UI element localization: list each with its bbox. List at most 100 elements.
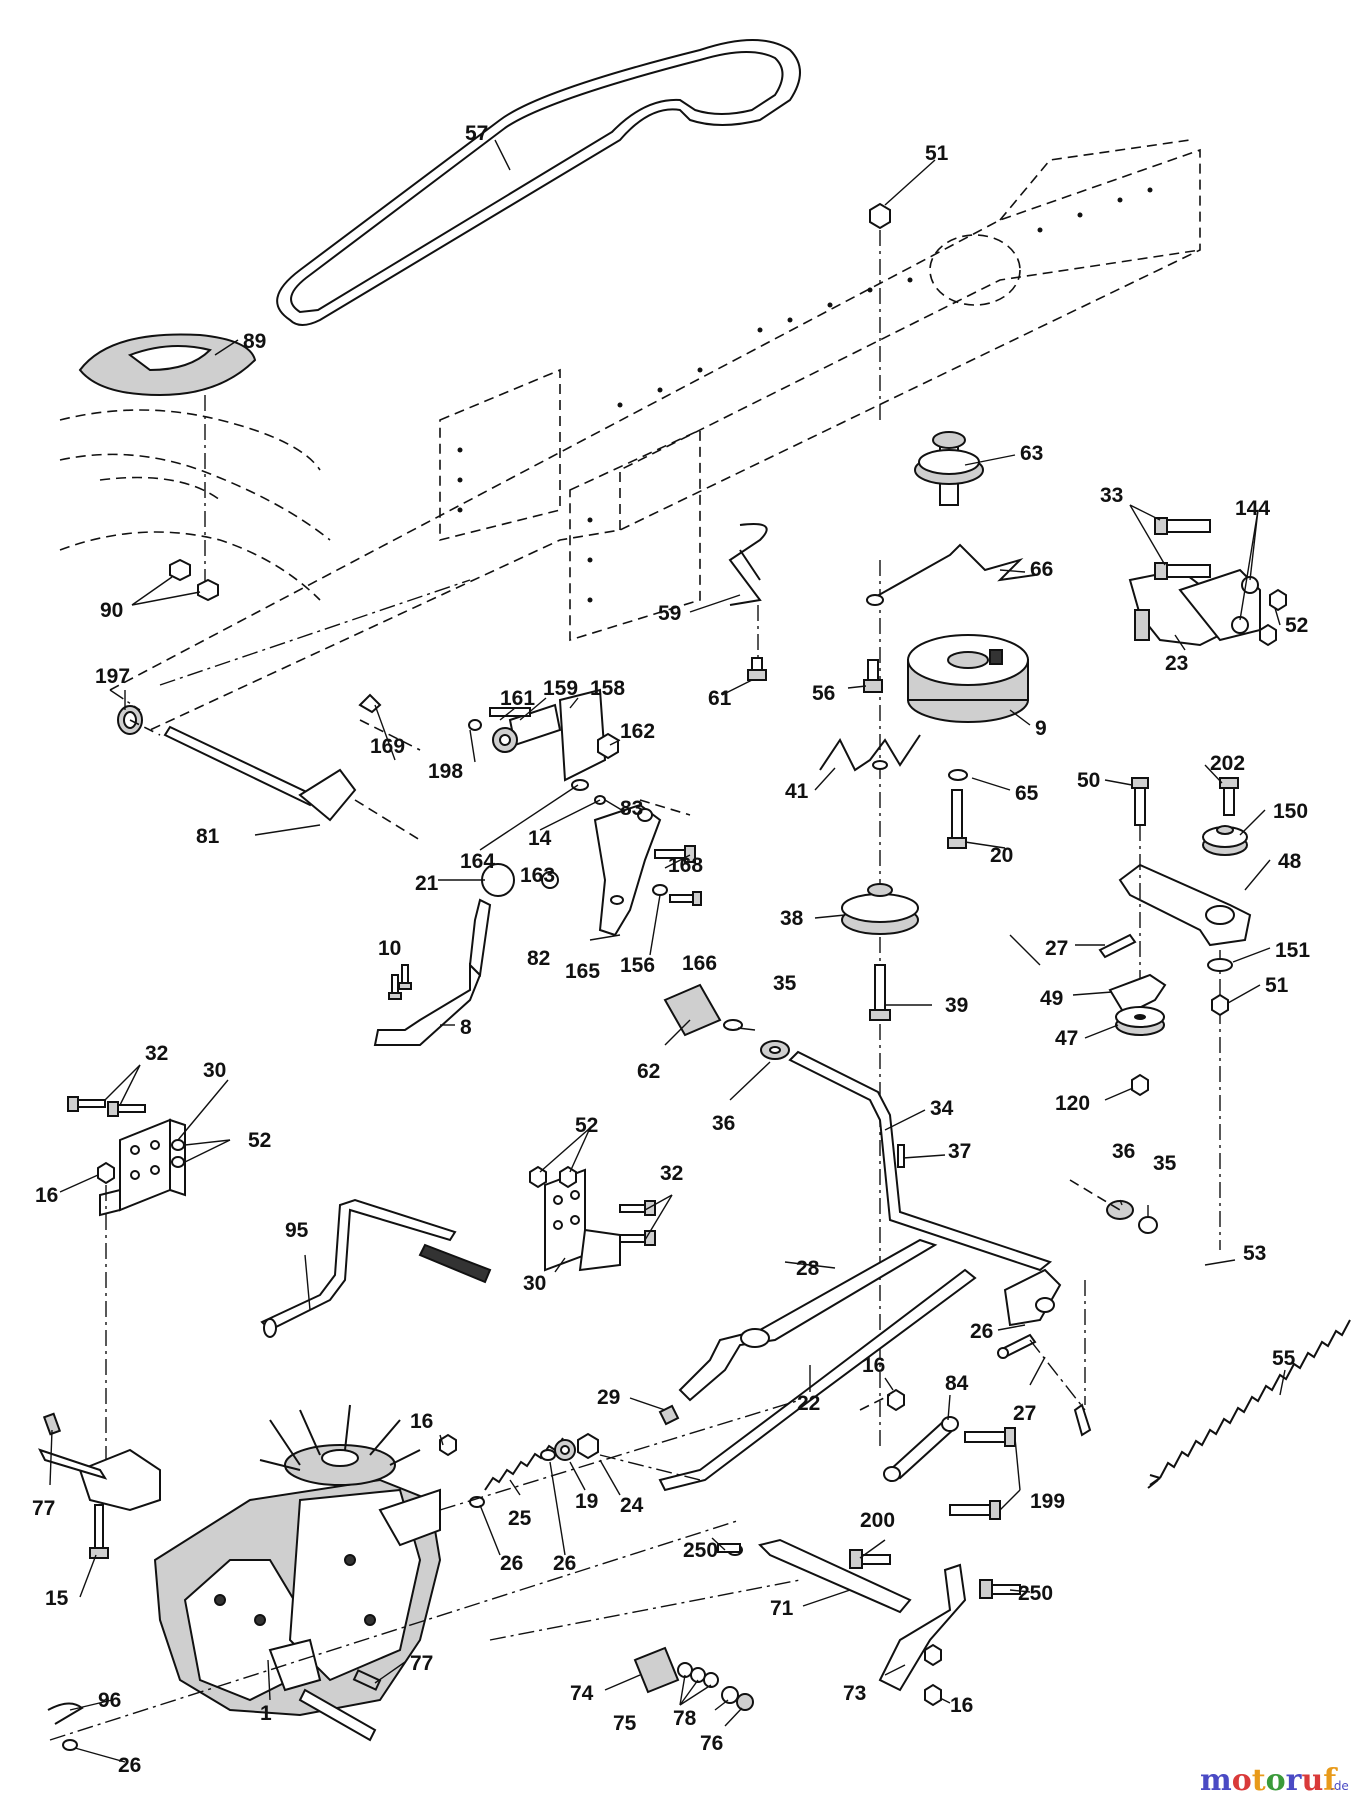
callout-76: 76 <box>700 1732 723 1755</box>
callout-28: 28 <box>796 1257 820 1280</box>
bracket-26-pin-27 <box>997 1268 1092 1437</box>
bracket-group-158 <box>358 688 619 791</box>
fender-cap-89 <box>78 333 257 590</box>
callout-74: 74 <box>570 1682 594 1705</box>
callout-27: 27 <box>1045 937 1068 960</box>
callout-161: 161 <box>500 687 535 710</box>
wm-letter-5: r <box>1286 1763 1303 1798</box>
electric-clutch-9 <box>907 634 1029 723</box>
callout-163: 163 <box>520 864 555 887</box>
callout-8: 8 <box>460 1016 472 1039</box>
callout-25: 25 <box>508 1507 532 1530</box>
callout-77-left: 77 <box>32 1497 55 1520</box>
callout-52: 52 <box>1285 614 1308 637</box>
lever-165 <box>541 795 702 937</box>
callout-156: 156 <box>620 954 655 977</box>
callout-165: 165 <box>565 960 600 983</box>
callout-66: 66 <box>1030 558 1053 581</box>
callout-26-bottom: 26 <box>118 1754 141 1777</box>
washer-151-nut-51 <box>1207 958 1233 1017</box>
callout-158: 158 <box>590 677 625 700</box>
washer-65-bolt-20 <box>947 769 968 849</box>
callout-26-top: 26 <box>970 1320 993 1343</box>
lever-8-knob-21 <box>373 863 515 1046</box>
callout-73: 73 <box>843 1682 866 1705</box>
callout-166: 166 <box>682 952 717 975</box>
link-84-group <box>859 1388 1016 1520</box>
callout-51: 51 <box>925 142 949 165</box>
callout-26-a: 26 <box>500 1552 523 1575</box>
callout-55: 55 <box>1272 1347 1296 1370</box>
callout-120: 120 <box>1055 1092 1090 1115</box>
callout-199: 199 <box>1030 1490 1065 1513</box>
callout-labels: 57 51 89 63 33 144 66 90 59 52 23 197 61… <box>32 122 1310 1777</box>
drive-belt-57 <box>276 39 801 326</box>
callout-21: 21 <box>415 872 439 895</box>
callout-198: 198 <box>428 760 463 783</box>
callout-90: 90 <box>100 599 123 622</box>
callout-150: 150 <box>1273 800 1308 823</box>
callout-37: 37 <box>948 1140 971 1163</box>
wm-letter-1: m <box>1200 1763 1232 1798</box>
wm-letter-4: o <box>1266 1763 1286 1798</box>
callout-57: 57 <box>465 122 488 145</box>
callout-48: 48 <box>1278 850 1302 873</box>
callout-39: 39 <box>945 994 968 1017</box>
callout-77-right: 77 <box>410 1652 433 1675</box>
callout-36: 36 <box>712 1112 735 1135</box>
callout-96: 96 <box>98 1689 121 1712</box>
svg-text:motoruf: motoruf <box>1200 1763 1338 1798</box>
spring-55 <box>1147 1319 1351 1489</box>
callout-61: 61 <box>708 687 732 710</box>
wm-letter-6: u <box>1301 1763 1323 1798</box>
bracket-30-center <box>529 1165 656 1272</box>
callout-52-center: 52 <box>575 1114 598 1137</box>
callout-24: 24 <box>620 1494 644 1517</box>
watermark-logo: motoruf .de <box>1200 1763 1349 1798</box>
seat-area-outline <box>59 409 331 601</box>
callout-65: 65 <box>1015 782 1039 805</box>
callout-49: 49 <box>1040 987 1063 1010</box>
wm-letter-3: t <box>1252 1763 1266 1798</box>
callout-202: 202 <box>1210 752 1245 775</box>
spacers-74-78 <box>633 1646 754 1711</box>
bracket-49-pulley-47 <box>1108 973 1167 1097</box>
guide-lines <box>49 579 801 1741</box>
callout-59: 59 <box>658 602 681 625</box>
callout-50: 50 <box>1077 769 1100 792</box>
shaft-81 <box>117 705 421 841</box>
callout-22: 22 <box>797 1392 820 1415</box>
callout-56: 56 <box>812 682 835 705</box>
callout-41: 41 <box>785 780 809 803</box>
callout-35: 35 <box>773 972 797 995</box>
pulley-38-bolt-39 <box>841 883 919 1021</box>
callout-32-center: 32 <box>660 1162 683 1185</box>
callout-162: 162 <box>620 720 655 743</box>
callout-16-mid: 16 <box>862 1354 885 1377</box>
callout-78: 78 <box>673 1707 697 1730</box>
callout-83: 83 <box>620 797 643 820</box>
callout-38: 38 <box>780 907 804 930</box>
callout-23: 23 <box>1165 652 1188 675</box>
callout-250-left: 250 <box>683 1539 718 1562</box>
bracket-23 <box>1128 517 1287 647</box>
bracket-30-left <box>67 1096 186 1480</box>
callout-63: 63 <box>1020 442 1043 465</box>
callout-84: 84 <box>945 1372 969 1395</box>
callout-95: 95 <box>285 1219 309 1242</box>
spring-wire-66 <box>866 543 1036 606</box>
callout-51-right: 51 <box>1265 974 1289 997</box>
hook-59-bolt-61 <box>728 523 768 681</box>
callout-34: 34 <box>930 1097 954 1120</box>
pin-27-right <box>1098 933 1137 959</box>
callout-9: 9 <box>1035 717 1047 740</box>
wire-bracket-41 <box>819 734 921 772</box>
wm-letter-2: o <box>1232 1763 1252 1798</box>
callout-250-right: 250 <box>1018 1582 1053 1605</box>
rod-28 <box>678 1238 938 1402</box>
callout-32-left: 32 <box>145 1042 168 1065</box>
callout-35-right: 35 <box>1153 1152 1177 1175</box>
lever-95 <box>260 1198 492 1338</box>
callout-30-center: 30 <box>523 1272 546 1295</box>
